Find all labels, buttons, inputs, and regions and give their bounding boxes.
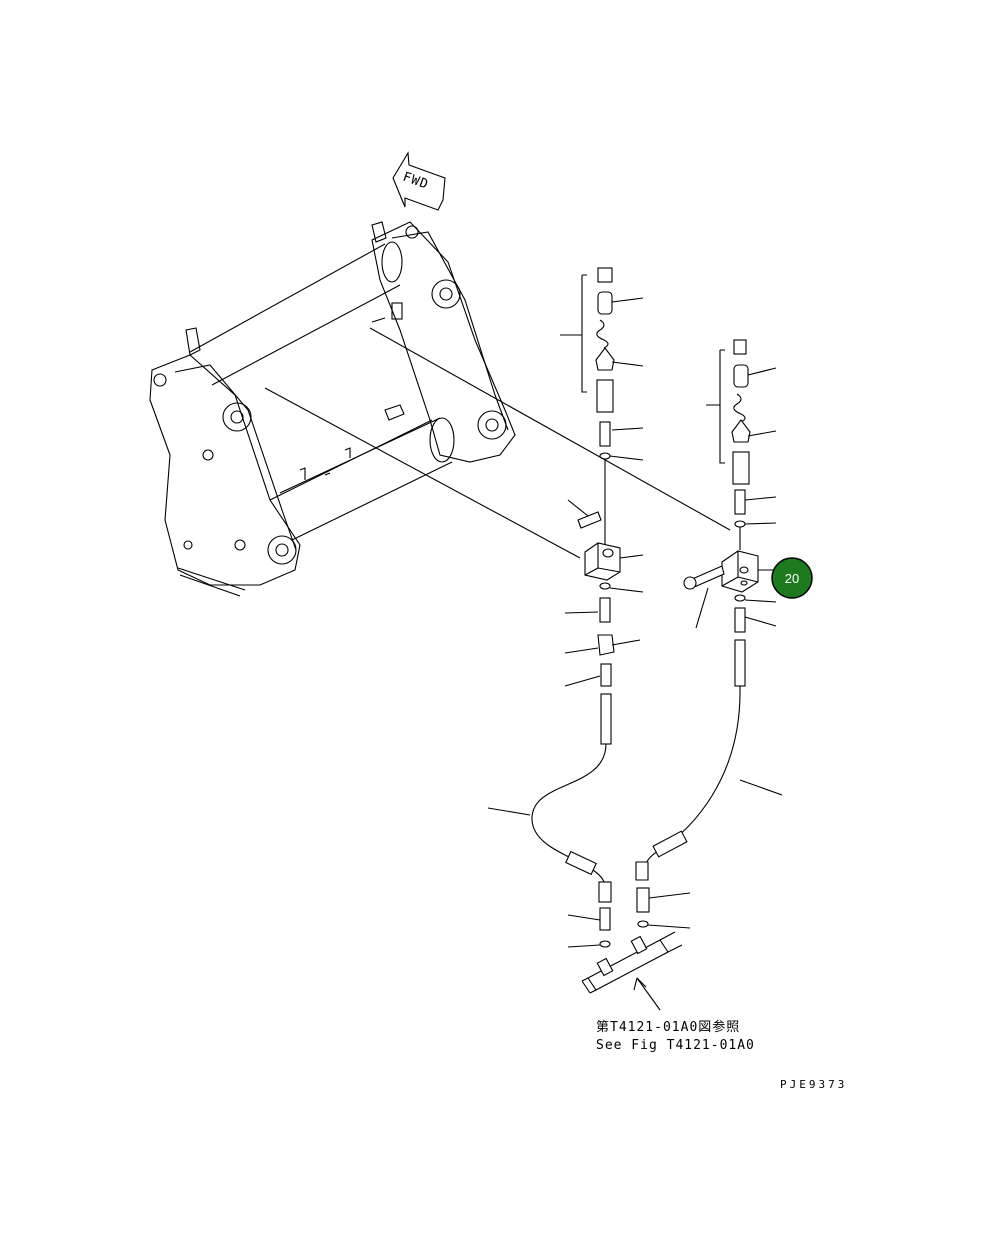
callout-number: 20 <box>785 571 799 586</box>
left-hose-assembly <box>487 267 644 948</box>
hose-sleeve <box>652 830 688 858</box>
plug <box>733 339 747 355</box>
fitting <box>734 607 746 633</box>
sleeve <box>733 364 749 388</box>
fitting <box>635 861 649 881</box>
fwd-arrow-icon: FWD <box>392 151 446 211</box>
lift-arm-frame <box>149 221 731 597</box>
bolt <box>577 511 602 529</box>
cap <box>595 347 615 371</box>
fitting <box>599 907 611 931</box>
coupler <box>732 451 750 485</box>
hose-end <box>600 693 612 745</box>
hose-sleeve <box>565 850 597 876</box>
valve-block <box>584 542 621 581</box>
fitting <box>636 887 650 913</box>
coupler <box>596 379 614 413</box>
fwd-label: FWD <box>401 170 431 193</box>
hose-end <box>734 639 746 687</box>
fitting <box>734 489 746 515</box>
drawing-code: PJE9373 <box>780 1078 847 1091</box>
switch <box>597 634 615 656</box>
plug <box>597 267 613 283</box>
sleeve <box>597 291 613 315</box>
cap <box>731 419 751 443</box>
fitting <box>599 597 611 623</box>
fitting <box>599 421 611 447</box>
reference-en: See Fig T4121-01A0 <box>596 1038 755 1053</box>
callout-badge: 20 <box>771 557 813 599</box>
fitting <box>600 663 612 687</box>
reference-jp: 第T4121-01A0図参照 <box>596 1019 740 1035</box>
fitting <box>598 881 612 903</box>
right-hose-assembly <box>635 339 783 929</box>
lower-pipe <box>581 931 683 1011</box>
